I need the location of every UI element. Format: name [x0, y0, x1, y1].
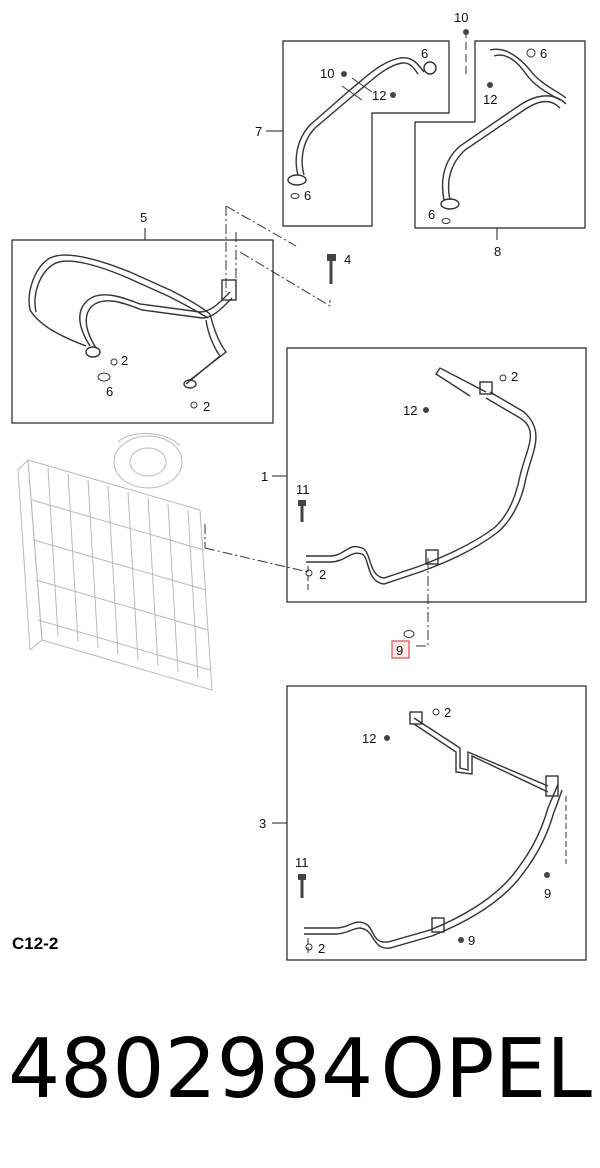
pipe-1 [306, 367, 537, 585]
o-ring-icon [290, 193, 300, 199]
part-caption: 4802984 OPEL [8, 1020, 592, 1120]
callout-6: 6 [304, 188, 311, 203]
bolt-icon [298, 500, 306, 522]
group-label-1: 1 [261, 469, 268, 484]
box-5-outline [11, 239, 274, 424]
callout-11: 11 [296, 482, 310, 497]
callout-10: 10 [320, 66, 334, 81]
brand-name: OPEL [380, 1022, 593, 1117]
callout-10: 10 [454, 10, 468, 25]
pipe-3 [304, 711, 563, 949]
callout-2: 2 [121, 353, 128, 368]
washer-icon [432, 708, 440, 716]
group-label-5: 5 [140, 210, 147, 225]
callout-2: 2 [511, 369, 518, 384]
washer-icon [110, 358, 118, 366]
pipe-5 [28, 254, 237, 389]
callout-2: 2 [318, 941, 325, 956]
condenser [17, 432, 213, 691]
callout-9: 9 [544, 886, 551, 901]
section-code: C12-2 [12, 934, 59, 953]
callout-4: 4 [344, 252, 351, 267]
callout-2: 2 [444, 705, 451, 720]
washer-icon [403, 630, 415, 638]
washer-icon [305, 943, 313, 951]
box-8-outline [414, 40, 586, 229]
washer-icon [305, 569, 313, 577]
callout-12: 12 [362, 731, 376, 746]
nut-icon [458, 937, 464, 943]
callout-6: 6 [421, 46, 428, 61]
callout-6: 6 [540, 46, 547, 61]
nut-icon [384, 735, 390, 741]
pipe-8 [440, 48, 567, 210]
highlight-box [391, 640, 410, 659]
bolt-icon [327, 254, 336, 284]
box-3-outline [286, 685, 587, 961]
connection-lines [204, 205, 429, 647]
nut-icon [390, 92, 396, 98]
callout-12: 12 [372, 88, 386, 103]
callout-6: 6 [106, 384, 113, 399]
pipe-7 [287, 57, 437, 186]
washer-icon [463, 29, 469, 35]
part-number: 4802984 [8, 1022, 374, 1117]
group-label-3: 3 [259, 816, 266, 831]
callout-9: 9 [396, 643, 403, 658]
nut-icon [423, 407, 429, 413]
callout-2: 2 [203, 399, 210, 414]
washer-icon [526, 48, 536, 58]
washer-icon [341, 71, 347, 77]
o-ring-icon [441, 218, 451, 224]
nut-icon [487, 82, 493, 88]
box-7-outline [282, 40, 450, 227]
o-ring-icon [97, 372, 111, 382]
washer-icon [190, 401, 198, 409]
nut-icon [544, 872, 550, 878]
callout-2: 2 [319, 567, 326, 582]
callout-11: 11 [295, 855, 309, 870]
callout-12: 12 [483, 92, 497, 107]
callout-9: 9 [468, 933, 475, 948]
bolt-icon [298, 874, 306, 898]
group-label-8: 8 [494, 244, 501, 259]
washer-icon [499, 374, 507, 382]
box-1-outline [286, 347, 587, 603]
group-label-7: 7 [255, 124, 262, 139]
callout-12: 12 [403, 403, 417, 418]
callout-6: 6 [428, 207, 435, 222]
